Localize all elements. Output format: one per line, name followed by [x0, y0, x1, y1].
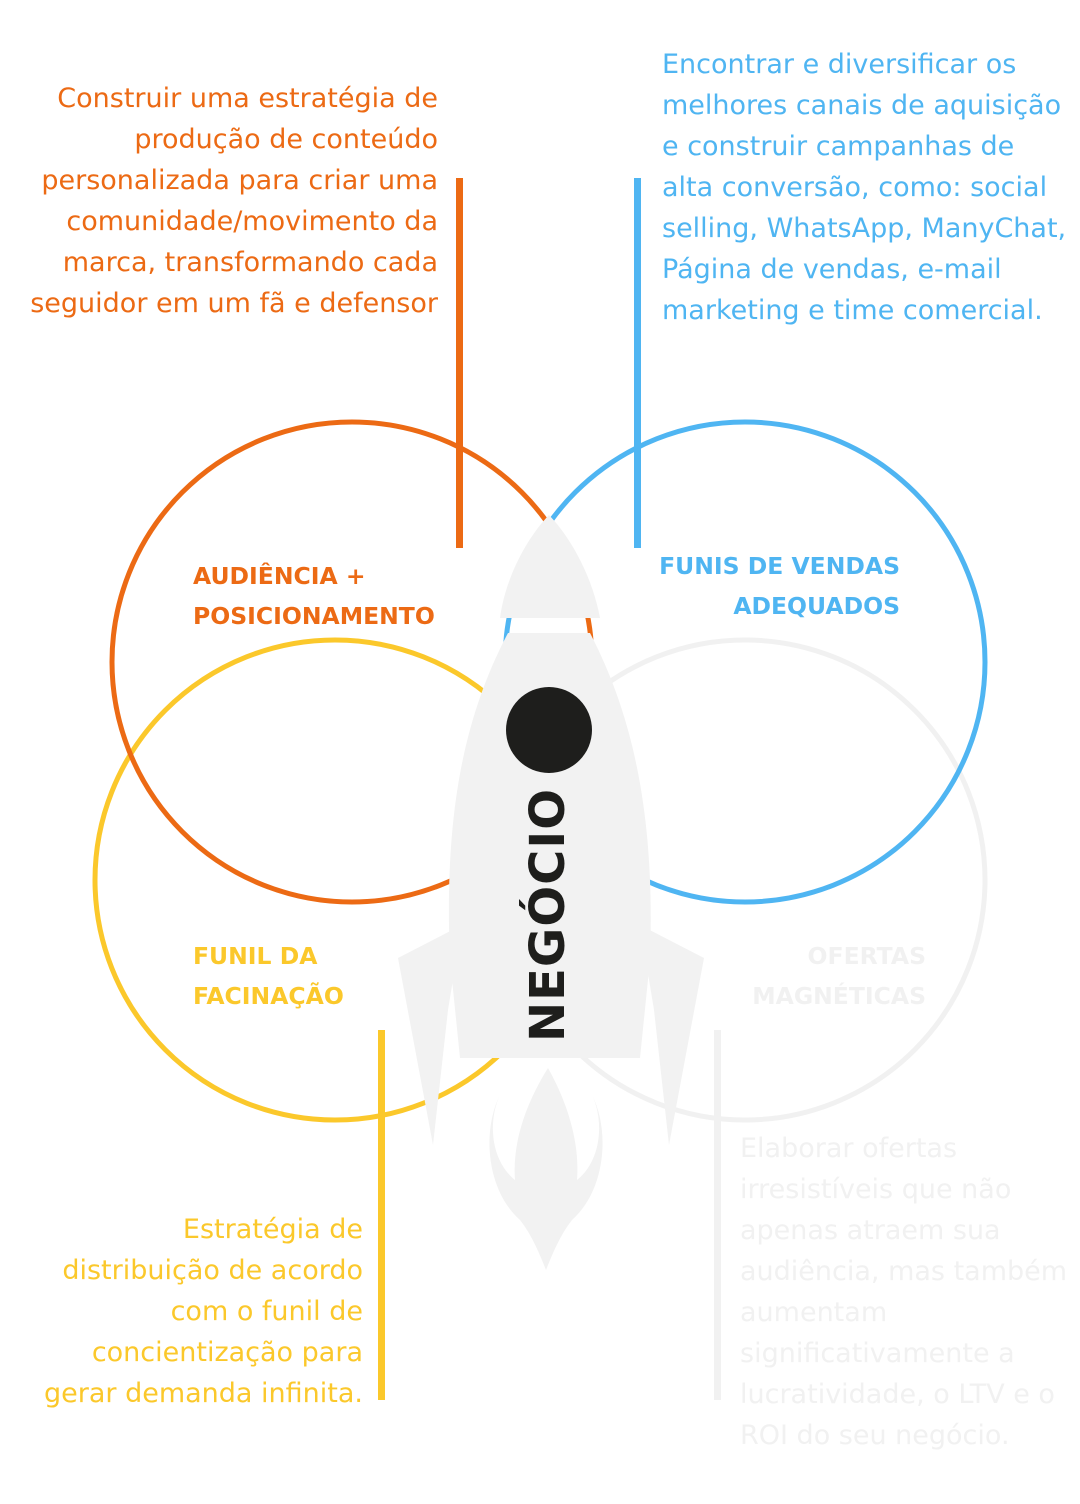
rocket-window: [506, 687, 592, 773]
label-ofertas-line1: OFERTAS: [807, 942, 926, 970]
label-funis-line2: ADEQUADOS: [733, 592, 900, 620]
label-audiencia: AUDIÊNCIA + POSICIONAMENTO: [193, 556, 493, 636]
rocket-nose: [500, 515, 600, 618]
center-word-text: NEGÓCIO: [520, 787, 576, 1043]
description-audiencia: Construir uma estratégia de produção de …: [30, 83, 438, 319]
label-funis-line1: FUNIS DE VENDAS: [659, 552, 900, 580]
label-audiencia-line1: AUDIÊNCIA +: [193, 562, 366, 590]
rocket-fin-left: [398, 925, 462, 1145]
rocket-flame: [489, 1068, 603, 1270]
leader-line-funis: [634, 178, 641, 548]
description-funil: Estratégia de distribuição de acordo com…: [43, 1214, 363, 1409]
label-ofertas-line2: MAGNÉTICAS: [752, 982, 926, 1010]
rocket-body: [448, 633, 651, 1058]
description-ofertas: Elaborar ofertas irresistíveis que não a…: [740, 1133, 1068, 1451]
label-funil-line1: FUNIL DA: [193, 942, 318, 970]
label-audiencia-line2: POSICIONAMENTO: [193, 602, 435, 630]
label-funis: FUNIS DE VENDAS ADEQUADOS: [600, 546, 900, 626]
label-funil-line2: FACINAÇÃO: [193, 982, 344, 1010]
leader-line-funil: [378, 1030, 385, 1400]
rocket-fin-right: [640, 925, 704, 1145]
label-ofertas: OFERTAS MAGNÉTICAS: [700, 936, 926, 1016]
description-funis: Encontrar e diversificar os melhores can…: [662, 49, 1067, 326]
leader-line-audiencia: [456, 178, 463, 548]
label-funil: FUNIL DA FACINAÇÃO: [193, 936, 433, 1016]
leader-line-ofertas: [714, 1030, 721, 1400]
